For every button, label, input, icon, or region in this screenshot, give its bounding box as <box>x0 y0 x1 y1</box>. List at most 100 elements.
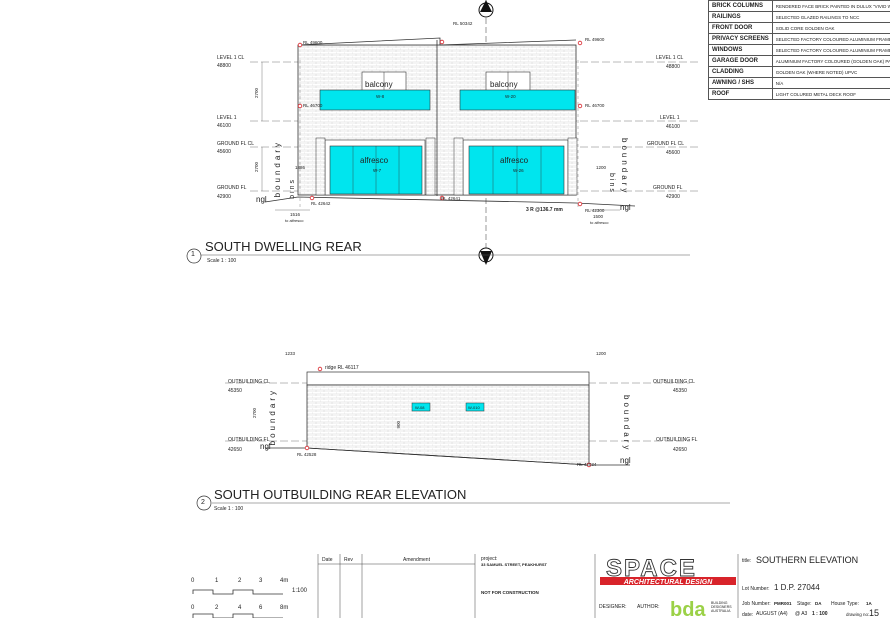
level-label: OUTBUILDING FL <box>228 437 270 443</box>
boundary-label: boundary <box>273 140 282 198</box>
not-for-construction: NOT FOR CONSTRUCTION <box>481 590 539 595</box>
scalebar-tick: 6 <box>259 605 263 611</box>
lot-label: Lot Number: <box>742 586 770 592</box>
schedule-value: RENDERED FACE BRICK PAINTED IN DULUX "VI… <box>771 0 890 12</box>
job-number: PMR001 <box>774 601 792 606</box>
project-label: project: <box>481 556 498 562</box>
schedule-value: GOLDEN OAK (WHERE NOTED) UPVC <box>771 66 890 78</box>
view2-number: 2 <box>201 499 205 506</box>
level-label: LEVEL 1 <box>660 115 680 121</box>
boundary-label: boundary <box>622 395 631 453</box>
level-value: 42650 <box>673 447 687 453</box>
level-label: GROUND FL <box>653 185 683 191</box>
scalebar-tick: 3 <box>259 578 263 584</box>
level-label: GROUND FL CL <box>647 141 685 147</box>
balcony-left <box>319 89 431 111</box>
job-label: Job Number: <box>742 601 771 607</box>
schedule-value: ALUMINIUM FACTORY COLOURED (GOLDEN OAK) … <box>771 55 890 67</box>
window-tag: W-08 <box>415 405 425 410</box>
outbuilding-wall <box>306 384 590 466</box>
ridge-label: ridge RL 46117 <box>325 365 359 371</box>
title-label: title: <box>742 558 752 564</box>
balcony-label: balcony <box>365 80 393 89</box>
rl-label: RL 46700 <box>303 103 323 108</box>
level-value: 45600 <box>666 150 680 156</box>
level-value: 46100 <box>666 124 680 130</box>
rl-label: RL 50342 <box>453 21 473 26</box>
stage-value: DA <box>815 601 822 606</box>
drawing-no-label: drawing no: <box>846 612 870 617</box>
level-value: 48800 <box>666 64 680 70</box>
dimension: to alfresco <box>590 220 609 225</box>
dimension: 1886 <box>295 165 306 170</box>
dimension: 2700 <box>252 408 257 419</box>
schedule-value: N/A <box>771 77 890 89</box>
schedule-key: RAILINGS <box>708 11 773 23</box>
bda-sub: BUILDING DESIGNERS AUSTRALIA <box>711 601 732 613</box>
ngl-label: ngl <box>620 203 631 212</box>
bins-label: bins <box>608 173 615 194</box>
dimension: 1200 <box>596 165 607 170</box>
alfresco-label: alfresco <box>360 156 389 165</box>
schedule-key: FRONT DOOR <box>708 22 773 34</box>
author-label: AUTHOR: <box>637 604 660 610</box>
level-value: 45350 <box>673 388 687 394</box>
view1-title: SOUTH DWELLING REAR <box>205 239 362 254</box>
level-value: 45350 <box>228 388 242 394</box>
dimension: 1233 <box>285 351 296 356</box>
designer-label: DESIGNER: <box>599 604 627 610</box>
bins-label: bins <box>289 178 296 199</box>
rl-label: RL 42528 <box>297 452 317 457</box>
window-tag: W-26 <box>513 168 524 173</box>
balcony-label: balcony <box>490 80 518 89</box>
rl-label: RL 49600 <box>303 40 323 45</box>
scalebar-scale: 1:100 <box>292 588 308 594</box>
window-tag: W-20 <box>505 94 516 99</box>
rl-label: RL 46700 <box>585 103 605 108</box>
scale-value: 1 : 100 <box>812 611 828 617</box>
rl-label: RL 49600 <box>585 37 605 42</box>
schedule-value: SOLID CORE GOLDEN OAK <box>771 22 890 34</box>
outbuilding-ground <box>265 447 630 466</box>
ground-line <box>264 196 636 207</box>
schedule-key: ROOF <box>708 88 773 100</box>
level-label: OUTBUILDING CL <box>653 379 695 385</box>
schedule-value: SELECTED GLAZED RAILINGS TO NCC <box>771 11 890 23</box>
schedule-key: AWNING / SHS <box>708 77 773 89</box>
house-type-value: 1A <box>866 601 872 606</box>
outbuilding-fascia <box>306 371 590 386</box>
level-value: 42900 <box>217 194 231 200</box>
window-w08 <box>411 402 431 412</box>
boundary-label: boundary <box>620 138 629 196</box>
project-address: 33 SAMUEL STREET, PEAKHURST <box>481 562 547 567</box>
date-value: AUGUST (A4) <box>756 611 788 617</box>
lot-number: 1 D.P. 27044 <box>774 583 820 592</box>
drawing-number: 15 <box>869 608 880 618</box>
col-date: Date <box>322 557 333 563</box>
window-tag: W-8 <box>376 94 385 99</box>
level-value: 48800 <box>217 63 231 69</box>
dimension: 2700 <box>254 88 259 99</box>
window-tag: W-7 <box>373 168 382 173</box>
level-label: OUTBUILDING CL <box>228 379 270 385</box>
schedule-key: GARAGE DOOR <box>708 55 773 67</box>
window-tag: W-010 <box>468 405 480 410</box>
schedule-key: WINDOWS <box>708 44 773 56</box>
level-value: 45600 <box>217 149 231 155</box>
alfresco-right <box>468 145 565 195</box>
boundary-label: boundary <box>268 388 277 446</box>
level-label: LEVEL 1 CL <box>656 55 684 61</box>
level-value: 42650 <box>228 447 242 453</box>
alfresco-label: alfresco <box>500 156 529 165</box>
schedule-value: LIGHT COLURED METAL DECK ROOF <box>771 88 890 100</box>
